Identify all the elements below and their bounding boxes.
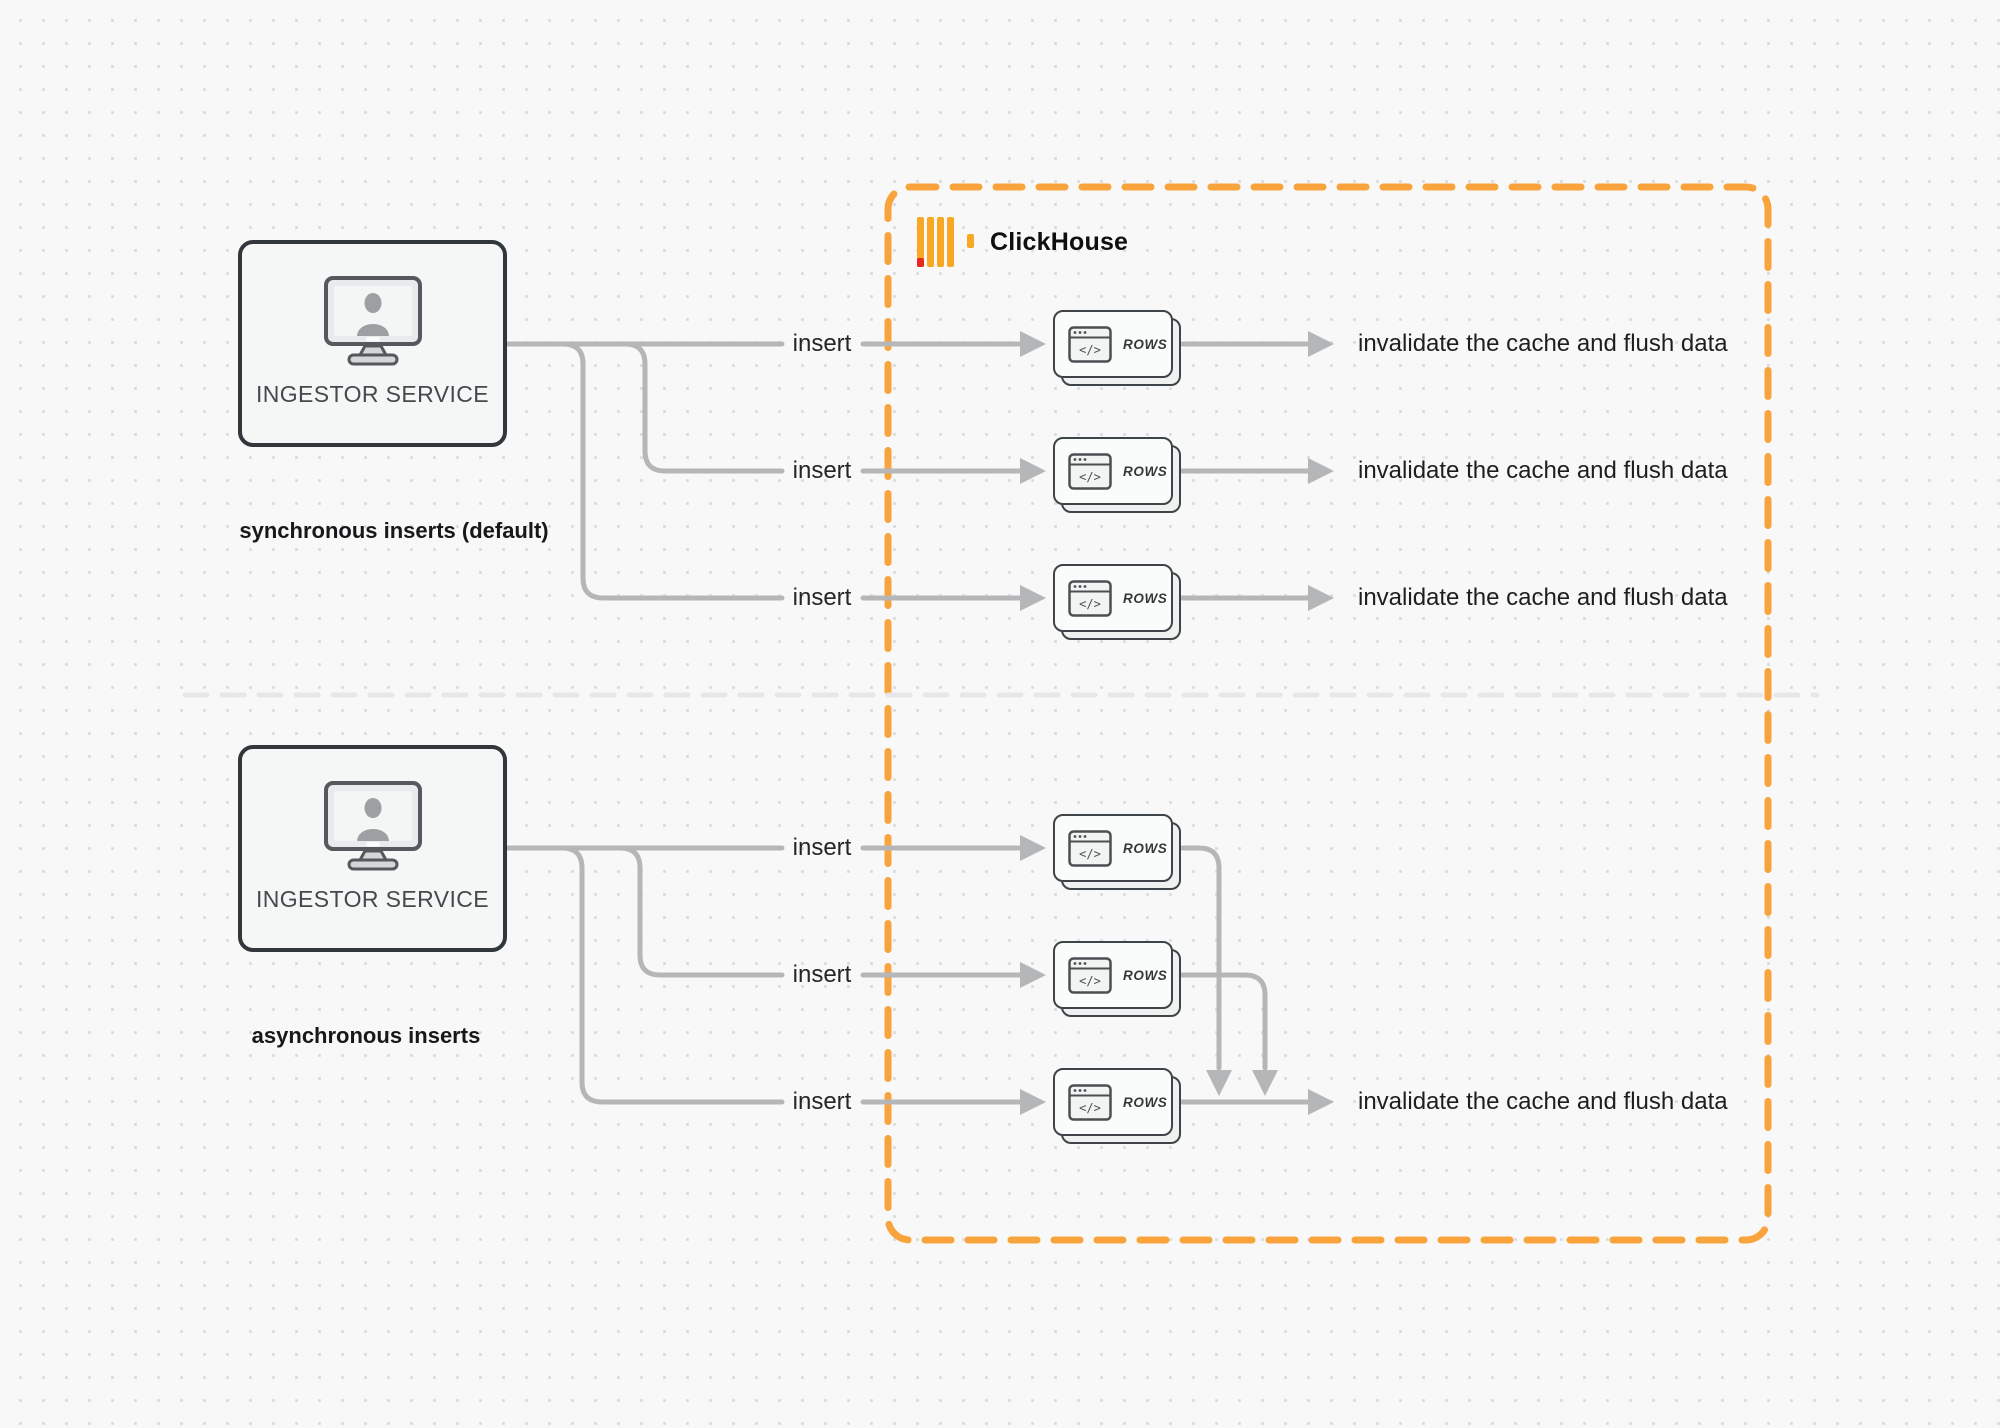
insert-label: insert bbox=[792, 584, 852, 611]
svg-text:</>: </> bbox=[1079, 470, 1101, 484]
rows-card: </> ROWS bbox=[1053, 1068, 1181, 1144]
rows-card-label: ROWS bbox=[1123, 1094, 1168, 1110]
svg-text:</>: </> bbox=[1079, 1101, 1101, 1115]
insert-label: insert bbox=[792, 457, 852, 484]
insert-label: insert bbox=[792, 961, 852, 988]
svg-text:</>: </> bbox=[1079, 974, 1101, 988]
result-label: invalidate the cache and flush data bbox=[1358, 584, 1728, 611]
code-window-icon: </> bbox=[1068, 1083, 1112, 1121]
sync-connectors bbox=[504, 341, 1311, 601]
ingestor-service-label: INGESTOR SERVICE bbox=[255, 886, 490, 912]
sync-arrowheads bbox=[1020, 331, 1334, 611]
clickhouse-label: ClickHouse bbox=[990, 227, 1129, 256]
rows-card: </> ROWS bbox=[1053, 564, 1181, 640]
code-window-icon: </> bbox=[1068, 956, 1112, 994]
result-label: invalidate the cache and flush data bbox=[1358, 1088, 1728, 1115]
async-section-caption: asynchronous inserts bbox=[251, 1023, 481, 1048]
rows-card: </> ROWS bbox=[1053, 310, 1181, 386]
code-window-icon: </> bbox=[1068, 452, 1112, 490]
rows-card-label: ROWS bbox=[1123, 590, 1168, 606]
result-label: invalidate the cache and flush data bbox=[1358, 330, 1728, 357]
svg-text:</>: </> bbox=[1079, 847, 1101, 861]
insert-label: insert bbox=[792, 834, 852, 861]
rows-card-label: ROWS bbox=[1123, 463, 1168, 479]
code-window-icon: </> bbox=[1068, 579, 1112, 617]
svg-text:</>: </> bbox=[1079, 597, 1101, 611]
rows-card-label: ROWS bbox=[1123, 336, 1168, 352]
insert-label: insert bbox=[792, 330, 852, 357]
clickhouse-header: ClickHouse bbox=[917, 215, 1128, 269]
monitor-user-icon bbox=[323, 781, 422, 871]
clickhouse-bars-icon bbox=[917, 217, 974, 267]
sync-section-caption: synchronous inserts (default) bbox=[239, 518, 549, 543]
clickhouse-boundary bbox=[884, 183, 1772, 1244]
code-window-icon: </> bbox=[1068, 829, 1112, 867]
svg-text:</>: </> bbox=[1079, 343, 1101, 357]
ingestor-service-box-sync: INGESTOR SERVICE bbox=[238, 240, 507, 447]
rows-card: </> ROWS bbox=[1053, 437, 1181, 513]
rows-card: </> ROWS bbox=[1053, 814, 1181, 890]
async-connectors bbox=[504, 845, 1311, 1105]
rows-card: </> ROWS bbox=[1053, 941, 1181, 1017]
ingestor-service-box-async: INGESTOR SERVICE bbox=[238, 745, 507, 952]
async-arrowheads bbox=[1020, 835, 1334, 1115]
insert-label: insert bbox=[792, 1088, 852, 1115]
rows-card-label: ROWS bbox=[1123, 967, 1168, 983]
monitor-user-icon bbox=[323, 276, 422, 366]
code-window-icon: </> bbox=[1068, 325, 1112, 363]
ingestor-service-label: INGESTOR SERVICE bbox=[255, 381, 490, 407]
result-label: invalidate the cache and flush data bbox=[1358, 457, 1728, 484]
rows-card-label: ROWS bbox=[1123, 840, 1168, 856]
